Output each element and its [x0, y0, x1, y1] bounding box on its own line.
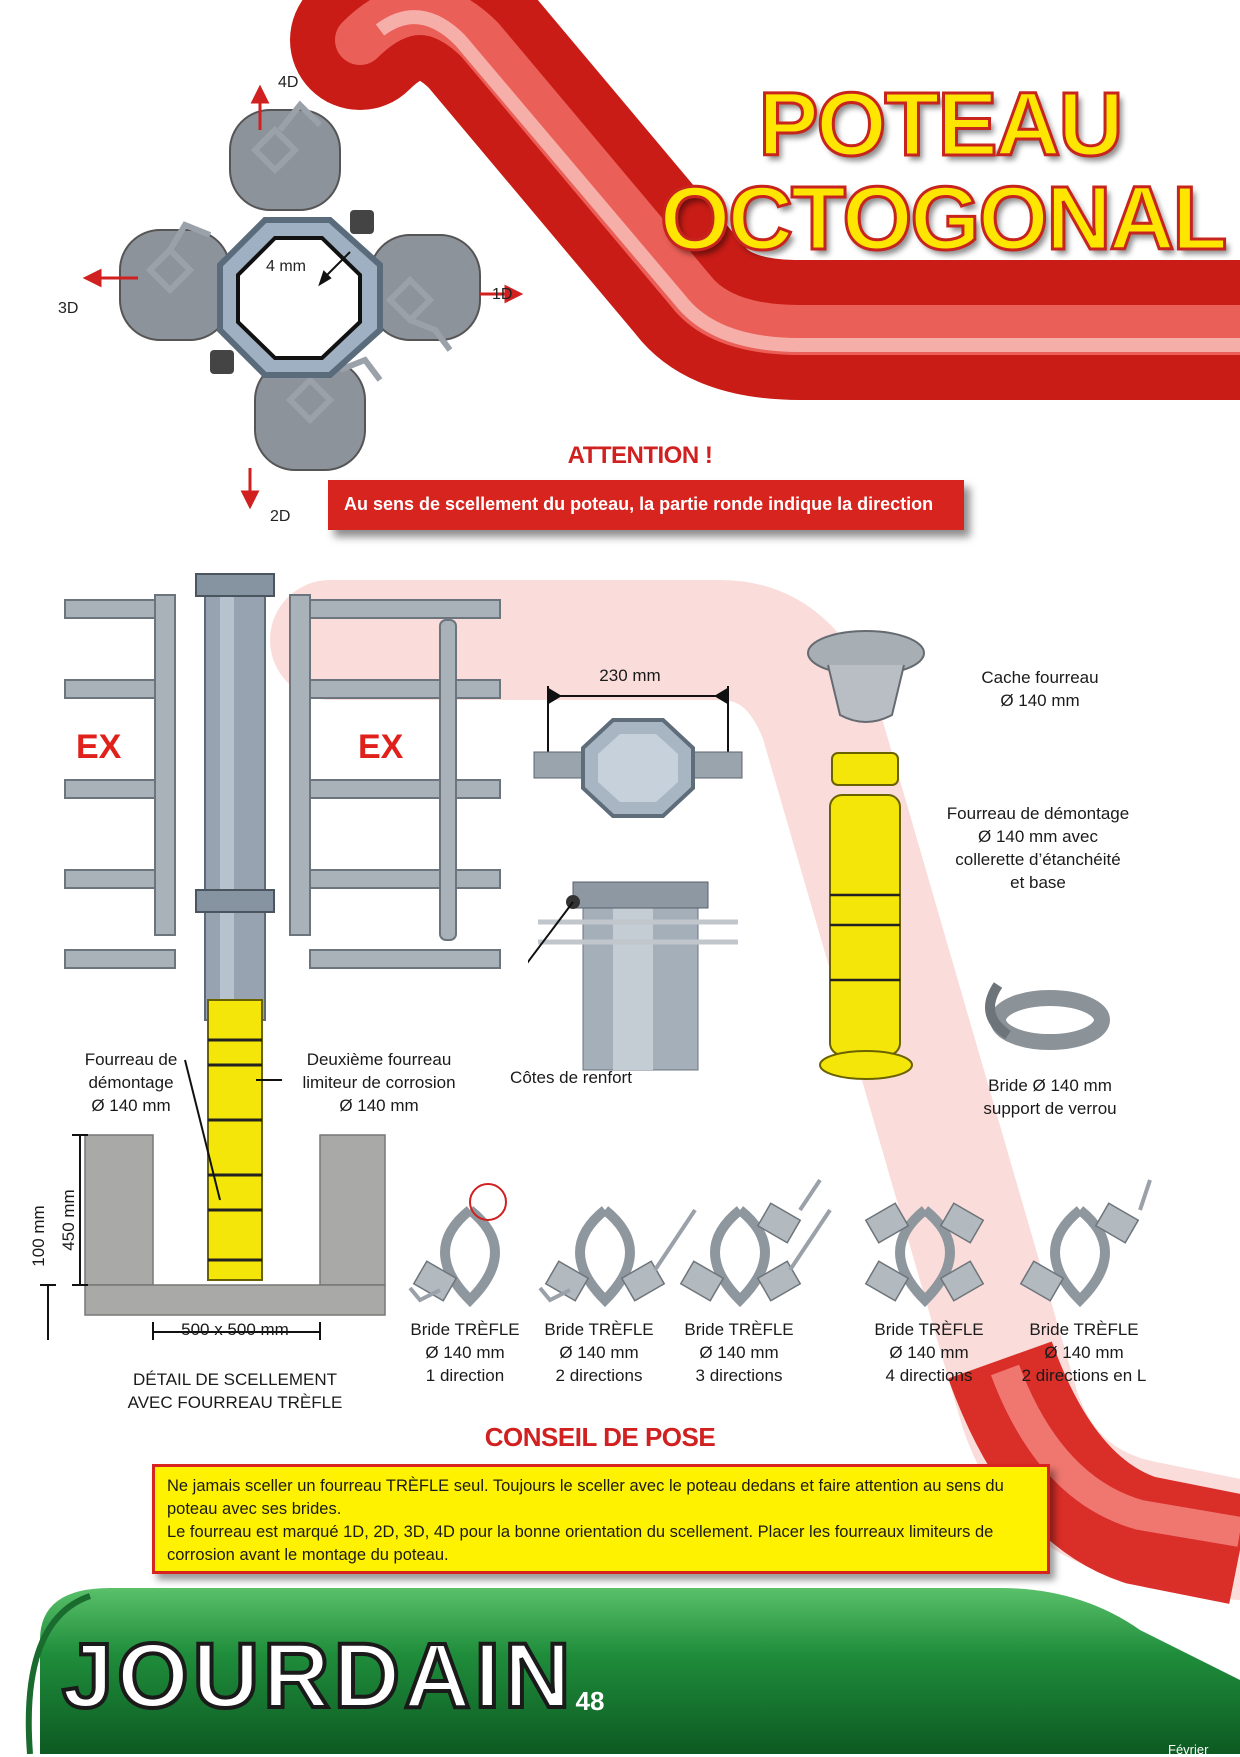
fourreau-parts-diagram — [807, 630, 1110, 1080]
bride-trefle-2-label: Bride TRÈFLE Ø 140 mm 2 directions — [544, 1320, 654, 1385]
bride-trefle-3-label: Bride TRÈFLE Ø 140 mm 3 directions — [684, 1320, 794, 1385]
page-number: 48 — [575, 1686, 605, 1716]
clamp-detail-diagram — [528, 686, 743, 1071]
cache-fourreau-label: Cache fourreau Ø 140 mm — [981, 668, 1099, 710]
conseil-paragraph-1: Ne jamais sceller un fourreau TRÈFLE seu… — [167, 1477, 1004, 1518]
bride-verrou-label: Bride Ø 140 mm support de verrou — [983, 1076, 1117, 1118]
green-footer-band — [40, 1588, 1240, 1754]
thickness-label: 4 mm — [266, 258, 306, 275]
direction-3d-label: 3D — [58, 300, 79, 317]
cotes-renfort-label: Côtes de renfort — [510, 1068, 632, 1087]
brand-logo: JOURDAIN — [60, 1624, 575, 1728]
second-fourreau-label: Deuxième fourreau limiteur de corrosion … — [302, 1050, 456, 1115]
dimension-230-label: 230 mm — [599, 666, 661, 685]
conseil-paragraph-2: Le fourreau est marqué 1D, 2D, 3D, 4D po… — [167, 1523, 994, 1564]
detail-scellement-caption: DÉTAIL DE SCELLEMENT AVEC FOURREAU TRÈFL… — [127, 1370, 343, 1412]
gate-ex-right: EX — [358, 728, 404, 766]
direction-4d-label: 4D — [278, 74, 299, 91]
fourreau-demontage-label: Fourreau de démontage Ø 140 mm — [84, 1050, 178, 1115]
direction-1d-label: 1D — [492, 286, 513, 303]
footer-month: Février — [1168, 1742, 1209, 1757]
bride-trefle-4-label: Bride TRÈFLE Ø 140 mm 4 directions — [874, 1320, 984, 1385]
title-line-1: POTEAU — [757, 75, 1125, 175]
clamp-top-view-diagram — [82, 84, 524, 510]
direction-2d-label: 2D — [270, 508, 291, 525]
dimension-500-label: 500 x 500 mm — [181, 1320, 289, 1339]
bride-trefle-1-label: Bride TRÈFLE Ø 140 mm 1 direction — [410, 1320, 520, 1385]
fourreau-demontage-description: Fourreau de démontage Ø 140 mm avec coll… — [946, 804, 1130, 892]
conseil-box: Ne jamais sceller un fourreau TRÈFLE seu… — [152, 1464, 1050, 1574]
gate-and-sealing-diagram — [40, 573, 501, 1340]
title-line-2: OCTOGONAL — [659, 169, 1229, 269]
page-title: POTEAU OCTOGONAL — [659, 75, 1229, 269]
dimension-100-label: 100 mm — [29, 1205, 48, 1267]
conseil-heading: CONSEIL DE POSE — [484, 1422, 716, 1452]
bride-trefle-diagrams — [408, 1178, 1152, 1308]
attention-heading: ATTENTION ! — [567, 442, 713, 469]
attention-banner: Au sens de scellement du poteau, la part… — [328, 480, 964, 530]
gate-ex-left: EX — [76, 728, 122, 766]
dimension-450-label: 450 mm — [59, 1189, 78, 1251]
bride-trefle-5-label: Bride TRÈFLE Ø 140 mm 2 directions en L — [1021, 1320, 1147, 1385]
